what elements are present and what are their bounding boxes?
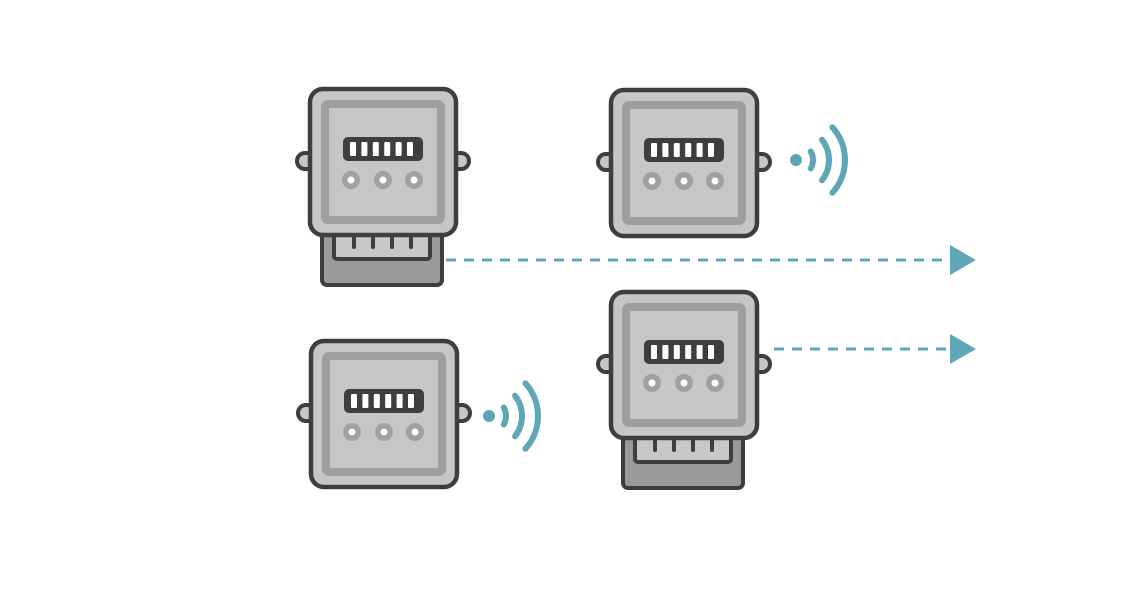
signal-source-dot — [483, 410, 495, 422]
display-digit — [373, 394, 380, 408]
display-digit — [685, 143, 692, 157]
display-digit — [685, 345, 692, 359]
meter-panel — [322, 352, 446, 476]
display-digit — [384, 142, 391, 156]
signal-wave — [500, 404, 509, 428]
wireless-signal-top — [790, 124, 848, 196]
meter-top-right — [596, 87, 772, 239]
meter-panel — [321, 100, 445, 224]
display-digit — [407, 142, 413, 156]
meter-display — [644, 340, 724, 364]
display-digit — [696, 143, 703, 157]
signal-wave — [807, 148, 816, 172]
display-digit — [351, 394, 357, 408]
display-digit — [673, 143, 680, 157]
meter-panel — [622, 303, 746, 427]
display-digit — [708, 143, 714, 157]
meter-bottom-right — [596, 289, 772, 490]
meter-display — [644, 138, 724, 162]
meter-body — [308, 338, 460, 490]
display-digit — [385, 394, 392, 408]
display-digit — [396, 394, 403, 408]
arrow-head — [950, 245, 976, 275]
data-line-bottom — [774, 334, 976, 364]
display-digit — [696, 345, 703, 359]
meter-display — [344, 389, 424, 413]
signal-wave — [829, 124, 848, 196]
display-digit — [651, 143, 657, 157]
display-digit — [350, 142, 356, 156]
display-digit — [651, 345, 657, 359]
signal-source-dot — [790, 154, 802, 166]
meter-bottom-left — [296, 338, 472, 490]
meter-top-left — [295, 86, 471, 287]
meter-body — [608, 87, 760, 239]
display-digit — [662, 345, 669, 359]
display-digit — [708, 345, 714, 359]
wireless-signal-bottom — [483, 380, 541, 452]
data-line-top — [446, 245, 976, 275]
display-digit — [408, 394, 414, 408]
arrow-head — [950, 334, 976, 364]
signal-wave — [512, 392, 525, 440]
display-digit — [361, 142, 368, 156]
meter-body — [307, 86, 459, 238]
meter-display — [343, 137, 423, 161]
display-digit — [362, 394, 369, 408]
display-digit — [372, 142, 379, 156]
display-digit — [662, 143, 669, 157]
signal-wave — [522, 380, 541, 452]
display-digit — [673, 345, 680, 359]
meter-body — [608, 289, 760, 441]
display-digit — [395, 142, 402, 156]
signal-wave — [819, 136, 832, 184]
meter-panel — [622, 101, 746, 225]
